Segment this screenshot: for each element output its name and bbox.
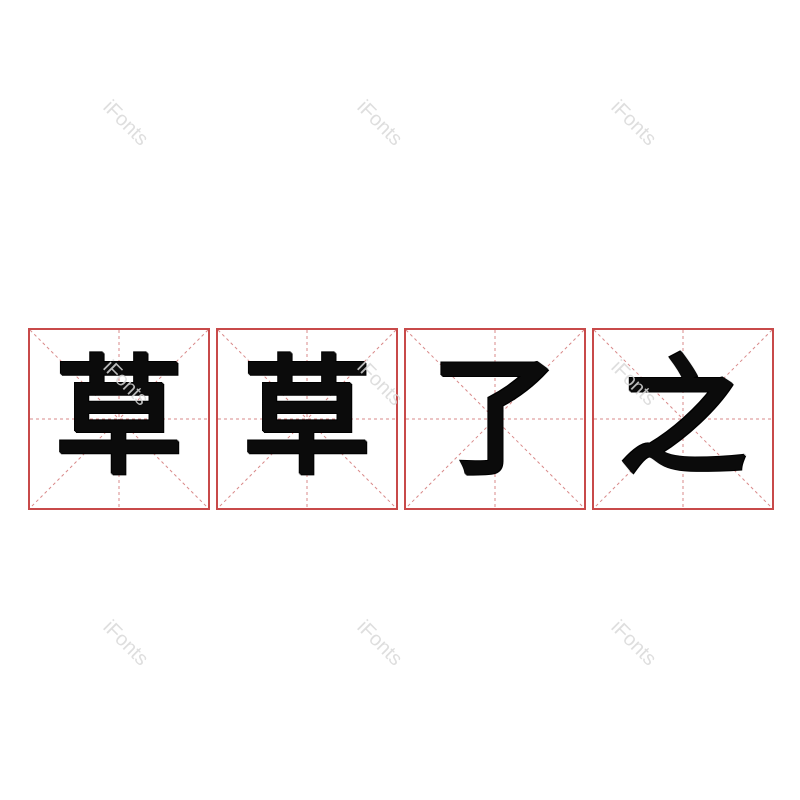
watermark-top-right: iFonts <box>606 96 661 151</box>
character-glyph: 之 <box>618 344 747 493</box>
character-cell-2: 草 <box>216 328 398 510</box>
character-glyph: 草 <box>54 344 183 493</box>
watermark-top-left: iFonts <box>98 96 153 151</box>
character-glyph: 草 <box>242 344 371 493</box>
character-cell-4: 之 <box>592 328 774 510</box>
watermark-bottom-left: iFonts <box>98 616 153 671</box>
watermark-bottom-center: iFonts <box>352 616 407 671</box>
watermark-bottom-right: iFonts <box>606 616 661 671</box>
character-cell-1: 草 <box>28 328 210 510</box>
watermark-top-center: iFonts <box>352 96 407 151</box>
character-glyph: 了 <box>430 344 559 493</box>
character-grid-row: 草 草 了 之 <box>28 328 774 510</box>
character-cell-3: 了 <box>404 328 586 510</box>
